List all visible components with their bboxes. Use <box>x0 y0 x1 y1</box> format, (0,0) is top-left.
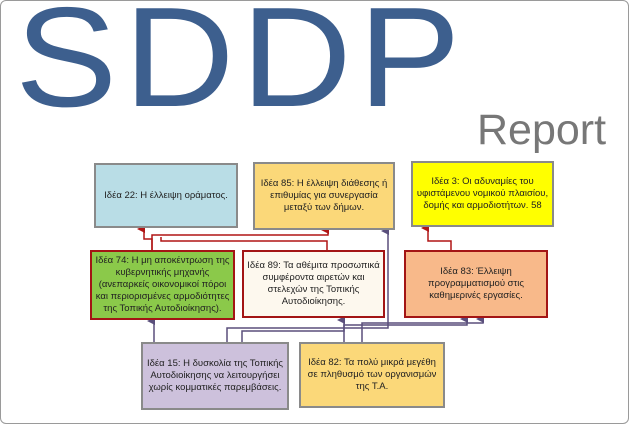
arrow-15-to-85 <box>226 227 389 342</box>
sddp-logo: SDDP <box>15 0 468 137</box>
idea-74-box[interactable]: Ιδέα 74: Η μη αποκέντρωση της κυβερνητικ… <box>90 250 235 320</box>
arrow-82-to-83b <box>361 315 484 342</box>
idea-89-box[interactable]: Ιδέα 89: Τα αθέμιτα προσωπικά συμφέροντα… <box>242 250 385 318</box>
arrow-89-to-22 <box>160 237 328 250</box>
arrow-83-to-3 <box>421 224 452 250</box>
arrow-82-to-83 <box>343 315 468 342</box>
arrow-74-to-22 <box>137 225 153 250</box>
idea-3-box[interactable]: Ιδέα 3: Οι αδυναμίες του υφιστάμενου νομ… <box>411 161 554 227</box>
arrow-15-to-89 <box>241 316 345 342</box>
idea-85-box[interactable]: Ιδέα 85: Η έλλειψη διάθεσης ή επιθυμίας … <box>253 162 395 230</box>
idea-83-box[interactable]: Ιδέα 83: Έλλειψη προγραμματισμού στις κα… <box>404 250 548 318</box>
arrow-74-to-85 <box>151 226 329 250</box>
idea-15-box[interactable]: Ιδέα 15: Η δυσκολία της Τοπικής Αυτοδιοί… <box>141 342 289 410</box>
report-title: Report <box>477 106 607 154</box>
idea-22-box[interactable]: Ιδέα 22: Η έλλειψη οράματος. <box>94 163 238 228</box>
idea-82-box[interactable]: Ιδέα 82: Τα πολύ μικρά μεγέθη σε πληθυσμ… <box>299 342 445 408</box>
